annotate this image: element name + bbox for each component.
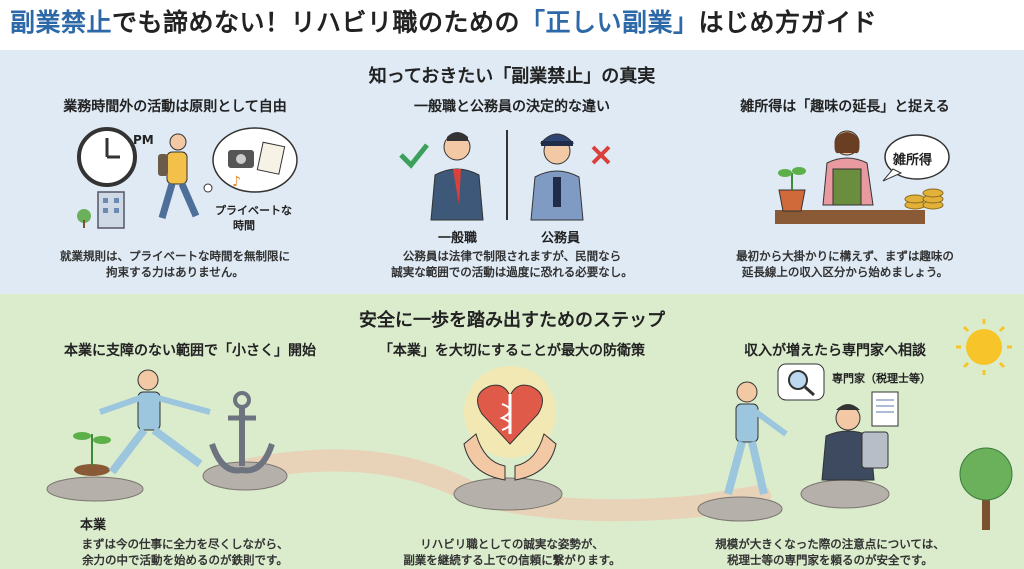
col3-heading: 雑所得は「趣味の延長」と捉える <box>740 99 950 115</box>
step3-heading: 収入が増えたら専門家へ相談 <box>744 343 926 359</box>
step3-desc-line1: 規模が大きくなった際の注意点については、 <box>715 537 945 551</box>
main-job-label: 本業 <box>80 518 107 533</box>
col3-desc-line2: 延長線上の収入区分から始めましょう。 <box>741 265 949 279</box>
therapist-stepping-icon <box>99 369 211 475</box>
private-time-label-1: プライベートな <box>215 204 292 217</box>
step1-desc-line1: まずは今の仕事に全力を尽くしながら、 <box>81 537 289 551</box>
sprout-icon <box>73 432 111 476</box>
truth-section-heading: 知っておきたい「副業禁止」の真実 <box>368 66 656 87</box>
check-icon <box>399 143 429 169</box>
thought-bubble-icon: ♪ <box>203 127 298 193</box>
title-highlight-2: 「正しい副業」 <box>520 8 699 37</box>
step2-desc-line1: リハビリ職としての誠実な姿勢が、 <box>420 537 604 551</box>
col2-heading: 一般職と公務員の決定的な違い <box>414 99 610 115</box>
tree-icon <box>959 447 1013 530</box>
document-icon <box>871 391 899 427</box>
col2-description: 公務員は法律で制限されますが、民間なら 誠実な範囲での活動は過度に恐れる必要なし… <box>342 248 682 280</box>
step3-description: 規模が大きくなった際の注意点については、 税理士等の専門家を頼るのが安全です。 <box>660 536 1000 568</box>
step2-description: リハビリ職としての誠実な姿勢が、 副業を継続する上での信頼に繋がります。 <box>342 536 682 568</box>
hobby-income-illustration <box>775 130 950 224</box>
misc-income-label: 雑所得 <box>893 153 933 168</box>
title-highlight-1: 副業禁止 <box>10 8 113 37</box>
walking-person-icon <box>158 133 200 219</box>
col3-description: 最初から大掛かりに構えず、まずは趣味の 延長線上の収入区分から始めましょう。 <box>675 248 1015 280</box>
tax-accountant-icon <box>821 404 889 481</box>
step1-heading: 本業に支障のない範囲で「小さく」開始 <box>64 343 316 359</box>
police-officer-icon <box>530 133 584 221</box>
step2-heading: 「本業」を大切にすることが最大の防衛策 <box>378 343 646 359</box>
gardener-icon <box>822 130 874 206</box>
col2-desc-line1: 公務員は法律で制限されますが、民間なら <box>402 249 622 263</box>
civil-servant-label: 公務員 <box>541 231 581 246</box>
worker-comparison-illustration <box>399 130 611 221</box>
steps-section-heading: 安全に一歩を踏み出すためのステップ <box>359 310 665 331</box>
truth-section: 知っておきたい「副業禁止」の真実 業務時間外の活動は原則として自由 ♪ <box>0 50 1024 294</box>
steps-illustration <box>46 319 1013 530</box>
coins-icon <box>904 188 944 210</box>
private-time-illustration: ♪ <box>77 127 298 229</box>
cross-icon <box>591 145 611 165</box>
magnifier-icon <box>777 363 825 401</box>
page-title: 副業禁止でも諦めない！リハビリ職のための「正しい副業」はじめ方ガイド <box>0 0 1024 48</box>
step1-desc-line2: 余力の中で活動を始めるのが鉄則です。 <box>82 553 288 567</box>
general-worker-label: 一般職 <box>438 231 478 246</box>
office-worker-icon <box>430 132 484 221</box>
col1-heading: 業務時間外の活動は原則として自由 <box>63 99 287 115</box>
step2-desc-line2: 副業を継続する上での信頼に繋がります。 <box>403 553 621 567</box>
step1-description: まずは今の仕事に全力を尽くしながら、 余力の中で活動を始めるのが鉄則です。 <box>15 536 355 568</box>
col1-desc-line2: 拘束する力はありません。 <box>106 265 244 279</box>
clock-icon <box>77 127 137 187</box>
speech-bubble-icon <box>882 134 950 182</box>
col1-desc-line1: 就業規則は、プライベートな時間を無制限に <box>60 249 290 263</box>
pm-label: PM <box>133 133 154 147</box>
building-icon <box>77 191 125 229</box>
title-text-2: はじめ方ガイド <box>698 8 878 37</box>
sun-icon <box>956 319 1012 375</box>
title-text-1: でも諦めない！リハビリ職のための <box>112 8 521 37</box>
expert-label: 専門家（税理士等） <box>832 372 931 385</box>
svg-text:♪: ♪ <box>232 174 241 190</box>
soil-bed <box>775 210 925 224</box>
therapist-walking-icon <box>724 381 788 496</box>
heart-hands-icon <box>463 366 557 481</box>
plant-pot-icon <box>778 167 806 212</box>
col3-desc-line1: 最初から大掛かりに構えず、まずは趣味の <box>736 249 954 263</box>
step3-desc-line2: 税理士等の専門家を頼るのが安全です。 <box>727 553 933 567</box>
col1-description: 就業規則は、プライベートな時間を無制限に 拘束する力はありません。 <box>5 248 345 280</box>
anchor-icon <box>209 391 275 474</box>
private-time-label-2: 時間 <box>233 219 255 232</box>
col2-desc-line2: 誠実な範囲での活動は過度に恐れる必要なし。 <box>391 265 633 279</box>
steps-section: 安全に一歩を踏み出すためのステップ <box>0 294 1024 569</box>
